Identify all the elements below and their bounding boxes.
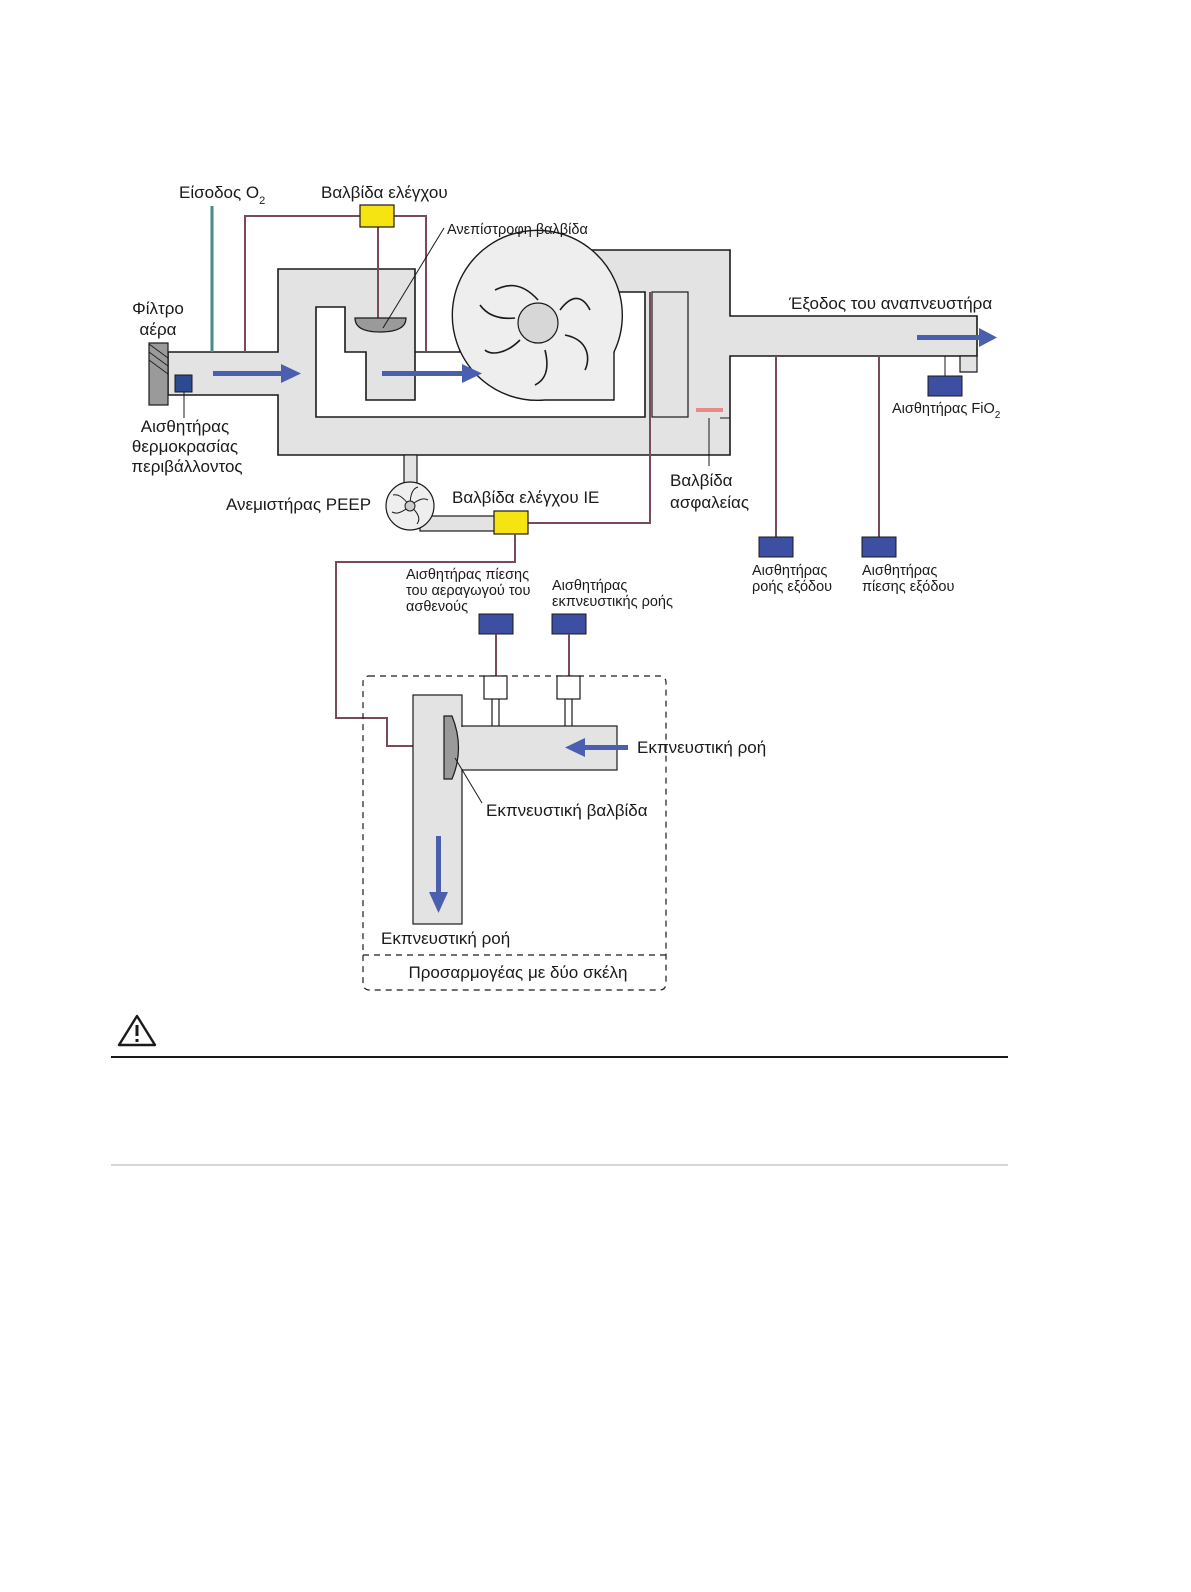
outlet-stub	[959, 355, 978, 373]
peep-hub	[404, 500, 416, 512]
flow-arrow-blower	[382, 364, 482, 383]
expiratory-flow-bottom-label: Εκπνευστική ροή	[381, 929, 510, 948]
fio2-sensor-label: Αισθητήρας FiO2	[892, 401, 1001, 421]
safety-valve-label-2: ασφαλείας	[670, 493, 749, 512]
air-filter-label-2: αέρα	[140, 320, 177, 339]
o2-inlet-label: Είσοδος O2	[179, 183, 265, 207]
outlet-pressure-sensor-label-2: πίεσης εξόδου	[862, 579, 954, 595]
ie-control-valve	[493, 510, 529, 535]
safety-valve-label-1: Βαλβίδα	[670, 471, 733, 490]
airway-port	[483, 675, 508, 700]
ie-control-valve-label: Βαλβίδα ελέγχου IE	[452, 488, 599, 507]
air-filter	[148, 342, 169, 406]
ambient-temp-label-1: Αισθητήρας	[141, 417, 229, 436]
adapter-limb-cover	[455, 727, 465, 769]
peep-connector	[403, 454, 418, 486]
two-limb-adapter-label: Προσαρμογέας με δύο σκέλη	[408, 963, 627, 982]
ventilator-outlet-label: Έξοδος του αναπνευστήρα	[788, 294, 992, 313]
control-valve-label: Βαλβίδα ελέγχου	[321, 183, 448, 202]
flow-arrow-expiratory-out	[429, 836, 448, 913]
expiratory-valve-label: Εκπνευστική βαλβίδα	[486, 801, 648, 820]
blower-fan-icon	[479, 284, 591, 386]
warning-triangle-icon	[117, 1014, 157, 1047]
two-limb-adapter-box	[362, 675, 667, 991]
flow-arrow-outlet	[917, 328, 997, 347]
airway-pressure-sensor-label-2: του αεραγωγού του	[406, 583, 530, 599]
ambient-temp-label-2: θερμοκρασίας	[132, 437, 238, 456]
check-valve-leader	[382, 227, 445, 329]
peep-outlet-duct	[419, 515, 501, 532]
expiratory-valve-wire	[335, 534, 516, 747]
outlet-flow-sensor-label-1: Αισθητήρας	[752, 563, 827, 579]
check-valve-label: Ανεπίστροφη βαλβίδα	[447, 222, 588, 238]
ambient-temp-sensor	[174, 374, 193, 393]
control-valve-wire	[244, 215, 427, 352]
expiratory-flow-sensor-label-1: Αισθητήρας	[552, 578, 627, 594]
blower-hub	[517, 302, 559, 344]
air-filter-hatch	[148, 343, 169, 375]
outlet-pressure-sensor	[861, 536, 897, 558]
fio2-sensor	[927, 375, 963, 397]
blower-outlet-channel	[651, 291, 689, 418]
outlet-flow-sensor-label-2: ροής εξόδου	[752, 579, 832, 595]
check-valve	[354, 317, 407, 333]
ambient-temp-label-3: περιβάλλοντος	[131, 457, 242, 476]
outlet-flow-sensor	[758, 536, 794, 558]
flow-port	[556, 675, 581, 700]
ie-valve-wire	[528, 292, 651, 524]
expiratory-flow-sensor	[551, 613, 587, 635]
expiratory-valve	[443, 715, 460, 780]
airway-pressure-sensor-label-1: Αισθητήρας πίεσης	[406, 567, 529, 583]
air-filter-label-1: Φίλτρο	[132, 299, 184, 318]
flow-arrow-inlet	[213, 364, 301, 383]
peep-blower-label: Ανεμιστήρας PEEP	[226, 495, 371, 514]
expiratory-flow-right-label: Εκπνευστική ροή	[637, 738, 766, 757]
control-valve	[359, 204, 395, 228]
airway-pressure-sensor-label-3: ασθενούς	[406, 599, 468, 615]
outlet-pressure-sensor-label-1: Αισθητήρας	[862, 563, 937, 579]
expiratory-flow-sensor-label-2: εκπνευστικής ροής	[552, 594, 673, 610]
airway-pressure-sensor	[478, 613, 514, 635]
flow-arrow-expiratory-in	[565, 738, 628, 757]
expiratory-valve-leader	[454, 757, 483, 804]
safety-valve	[696, 408, 723, 412]
